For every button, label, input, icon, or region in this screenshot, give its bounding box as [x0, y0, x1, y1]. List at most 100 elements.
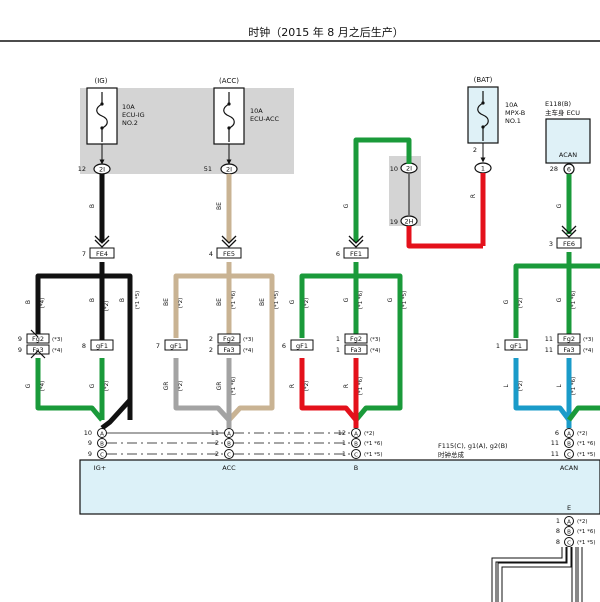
ground-wires — [491, 547, 583, 602]
svg-text:(*4): (*4) — [40, 381, 46, 392]
svg-text:11: 11 — [551, 439, 559, 447]
svg-text:A: A — [567, 520, 571, 526]
acc-branch-connectors: gF1 7 Fg2 Fa3 2 2 (*3) (*4) — [156, 333, 254, 355]
svg-text:gF1: gF1 — [296, 342, 308, 350]
svg-text:9: 9 — [88, 439, 92, 447]
fuse-bat: (BAT) 10A MPX-B NO.1 2 1 — [467, 76, 525, 174]
svg-text:8: 8 — [82, 342, 86, 350]
svg-text:gF1: gF1 — [96, 342, 108, 350]
wire-bat — [299, 137, 486, 428]
svg-text:(*4): (*4) — [583, 348, 594, 354]
ig-branch-connectors: Fg2 Fa3 9 9 (*3) (*4) gF1 8 — [18, 329, 114, 359]
svg-text:(*1 *6): (*1 *6) — [577, 529, 596, 535]
fuse-bat-icon — [477, 91, 489, 141]
svg-text:(*1 *6): (*1 *6) — [571, 291, 577, 310]
clock-pin-b: B — [354, 464, 358, 472]
svg-text:(*4): (*4) — [243, 348, 254, 354]
svg-text:6: 6 — [282, 342, 286, 350]
ecu-pin: 28 — [550, 165, 558, 173]
label-be-acc: BE — [216, 202, 223, 210]
svg-text:(*4): (*4) — [52, 348, 63, 354]
svg-text:B: B — [354, 442, 358, 448]
fuse-ig-connector: 2I — [99, 166, 105, 174]
note-labels: (*4) (*2) (*1 *5) (*2) (*1 *6) (*1 *5) (… — [40, 291, 577, 396]
svg-text:(*2): (*2) — [304, 381, 310, 392]
svg-text:A: A — [100, 432, 104, 438]
svg-text:3: 3 — [549, 240, 553, 248]
label-gr-acc-l: GR — [163, 382, 170, 391]
svg-text:(*1 *5): (*1 *5) — [364, 452, 383, 458]
svg-text:(*3): (*3) — [243, 337, 254, 343]
svg-text:(*1 *6): (*1 *6) — [231, 377, 237, 396]
svg-text:2: 2 — [209, 346, 213, 354]
svg-text:(*1 *6): (*1 *6) — [231, 291, 237, 310]
svg-text:(*2): (*2) — [104, 301, 110, 312]
label-l-can-l: L — [503, 384, 510, 388]
clock-assembly — [79, 459, 600, 515]
svg-text:4: 4 — [209, 250, 213, 258]
svg-text:Fa3: Fa3 — [563, 346, 574, 354]
svg-text:Fa3: Fa3 — [350, 346, 361, 354]
svg-text:6: 6 — [336, 250, 340, 258]
label-g-can: G — [556, 203, 563, 208]
svg-text:Fg2: Fg2 — [223, 335, 235, 343]
svg-text:FE4: FE4 — [96, 250, 108, 258]
label-be-acc-l: BE — [163, 298, 170, 306]
svg-text:(*1 *6): (*1 *6) — [571, 377, 577, 396]
label-g-ig-m: G — [89, 383, 96, 388]
label-g-bat: G — [343, 203, 350, 208]
svg-text:A: A — [567, 432, 571, 438]
label-g-bat-r: G — [387, 297, 394, 302]
svg-text:(*2): (*2) — [178, 298, 184, 309]
ecu-connector: 6 — [567, 166, 571, 174]
fuse-ig-name2: NO.2 — [122, 119, 138, 127]
label-r-bat-m: R — [343, 384, 350, 388]
label-gr-acc-m: GR — [216, 382, 223, 391]
label-r-bat: R — [470, 194, 477, 198]
svg-text:8: 8 — [556, 538, 560, 546]
clock-pin-ig: IG+ — [94, 464, 106, 472]
svg-text:(*4): (*4) — [40, 298, 46, 309]
clock-ground-pins: 1 A (*2) 8 B (*1 *6) 8 C (*1 *5) — [556, 516, 596, 547]
svg-text:C: C — [227, 453, 231, 459]
label-g-ig-l: G — [25, 383, 32, 388]
wire-acc — [173, 174, 275, 428]
svg-text:(*2): (*2) — [304, 298, 310, 309]
svg-text:FE1: FE1 — [350, 250, 362, 258]
svg-text:1: 1 — [556, 517, 560, 525]
svg-text:6: 6 — [555, 429, 559, 437]
connector-fe6: FE6 3 — [549, 225, 582, 249]
svg-text:(*3): (*3) — [52, 337, 63, 343]
junction-conn-top: 2I — [406, 165, 412, 173]
svg-text:(*1 *6): (*1 *6) — [577, 441, 596, 447]
svg-text:B: B — [100, 442, 104, 448]
fuse-ig-pin: 12 — [78, 165, 86, 173]
fuse-bat-connector: 1 — [481, 165, 485, 173]
junction-pin-bottom: 19 — [390, 218, 398, 226]
svg-text:11: 11 — [545, 335, 553, 343]
svg-text:(*2): (*2) — [577, 431, 588, 437]
svg-text:FE6: FE6 — [563, 240, 575, 248]
svg-text:Fg2: Fg2 — [350, 335, 362, 343]
fuse-acc-name: ECU-ACC — [250, 115, 279, 123]
svg-text:(*1 *6): (*1 *6) — [358, 377, 364, 396]
svg-text:(*1 *5): (*1 *5) — [402, 291, 408, 310]
svg-text:(*1 *6): (*1 *6) — [364, 441, 383, 447]
svg-text:C: C — [567, 541, 571, 547]
bat-branch-connectors: gF1 6 Fg2 Fa3 1 1 (*3) (*4) — [282, 333, 381, 355]
wire-color-labels: B BE G R G B B B BE BE BE G G G G G G G … — [25, 194, 563, 391]
svg-text:1: 1 — [336, 346, 340, 354]
ecu-code: E118(B) — [545, 100, 571, 108]
junction-pin-top: 10 — [390, 165, 398, 173]
svg-text:(*2): (*2) — [364, 431, 375, 437]
fuse-bat-rating: 10A — [505, 101, 518, 109]
svg-text:B: B — [227, 442, 231, 448]
svg-text:FE5: FE5 — [223, 250, 235, 258]
ecu-pin-label: ACAN — [559, 151, 577, 159]
svg-text:(*3): (*3) — [583, 337, 594, 343]
label-b-ig: B — [89, 204, 96, 208]
svg-text:(*1 *5): (*1 *5) — [577, 540, 596, 546]
wire-can — [513, 174, 600, 428]
fuse-acc-rating: 10A — [250, 107, 263, 115]
